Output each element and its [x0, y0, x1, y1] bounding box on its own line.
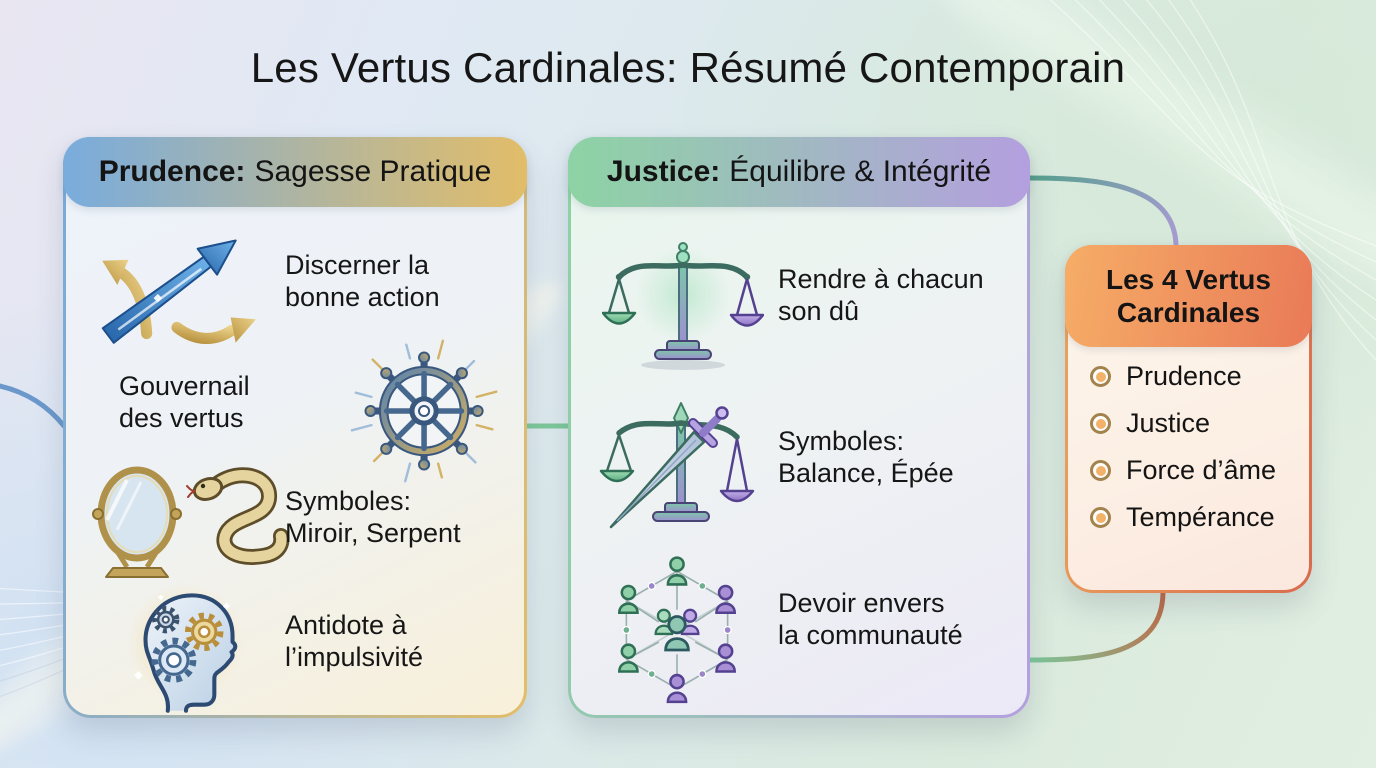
ship-helm-icon	[311, 335, 523, 487]
virtues-list: Prudence Justice Force d’âme Tempérance	[1090, 361, 1304, 533]
bullet-icon	[1090, 413, 1111, 434]
connector-justice-to-summary-top	[1027, 175, 1179, 250]
prudence-header-bold: Prudence:	[98, 155, 246, 188]
bullet-icon	[1090, 460, 1111, 481]
list-item: Tempérance	[1090, 502, 1304, 533]
connector-justice-to-summary-bottom	[1027, 589, 1166, 663]
list-item: Force d’âme	[1090, 455, 1304, 486]
justice-panel-header: Justice: Équilibre & Intégrité	[568, 137, 1030, 207]
prudence-panel: Discerner la bonne action Gouvernail des…	[63, 137, 527, 718]
prudence-item-1-text: Discerner la bonne action	[285, 250, 440, 313]
prudence-header-rest: Sagesse Pratique	[254, 155, 492, 188]
list-item: Prudence	[1090, 361, 1304, 392]
prudence-item-3-text: Symboles: Miroir, Serpent	[285, 486, 461, 549]
summary-panel: Prudence Justice Force d’âme Tempérance …	[1065, 245, 1312, 593]
prudence-item-2-text: Gouvernail des vertus	[119, 371, 250, 434]
scale-and-sword-icon	[594, 387, 771, 537]
justice-panel-body: Rendre à chacun son dû	[571, 140, 1027, 715]
bullet-icon	[1090, 507, 1111, 528]
branching-arrows-icon	[84, 228, 266, 346]
mind-gears-icon	[103, 579, 270, 716]
bullet-icon	[1090, 366, 1111, 387]
virtue-label: Prudence	[1126, 361, 1242, 391]
justice-header-bold: Justice:	[606, 155, 721, 188]
balance-scale-icon	[602, 229, 764, 371]
virtue-label: Force d’âme	[1126, 455, 1277, 485]
prudence-panel-body: Discerner la bonne action Gouvernail des…	[66, 140, 524, 715]
justice-item-3-text: Devoir envers la communauté	[778, 588, 963, 651]
list-item: Justice	[1090, 408, 1304, 439]
justice-header-rest: Équilibre & Intégrité	[729, 155, 992, 188]
justice-panel: Rendre à chacun son dû	[568, 137, 1030, 718]
community-network-icon	[596, 549, 758, 711]
justice-item-2-text: Symboles: Balance, Épée	[778, 426, 954, 489]
connector-left-edge-to-prudence	[0, 383, 67, 429]
page-title: Les Vertus Cardinales: Résumé Contempora…	[250, 44, 1126, 91]
summary-panel-header: Les 4 Vertus Cardinales	[1065, 245, 1312, 347]
prudence-panel-header: Prudence: Sagesse Pratique	[63, 137, 527, 207]
justice-item-1-text: Rendre à chacun son dû	[778, 264, 984, 327]
serpent-icon	[185, 457, 297, 583]
virtue-label: Tempérance	[1126, 502, 1275, 532]
mirror-icon	[81, 463, 193, 583]
virtue-label: Justice	[1126, 408, 1211, 438]
summary-panel-body: Prudence Justice Force d’âme Tempérance	[1068, 248, 1309, 590]
prudence-item-4-text: Antidote à l’impulsivité	[285, 610, 424, 673]
